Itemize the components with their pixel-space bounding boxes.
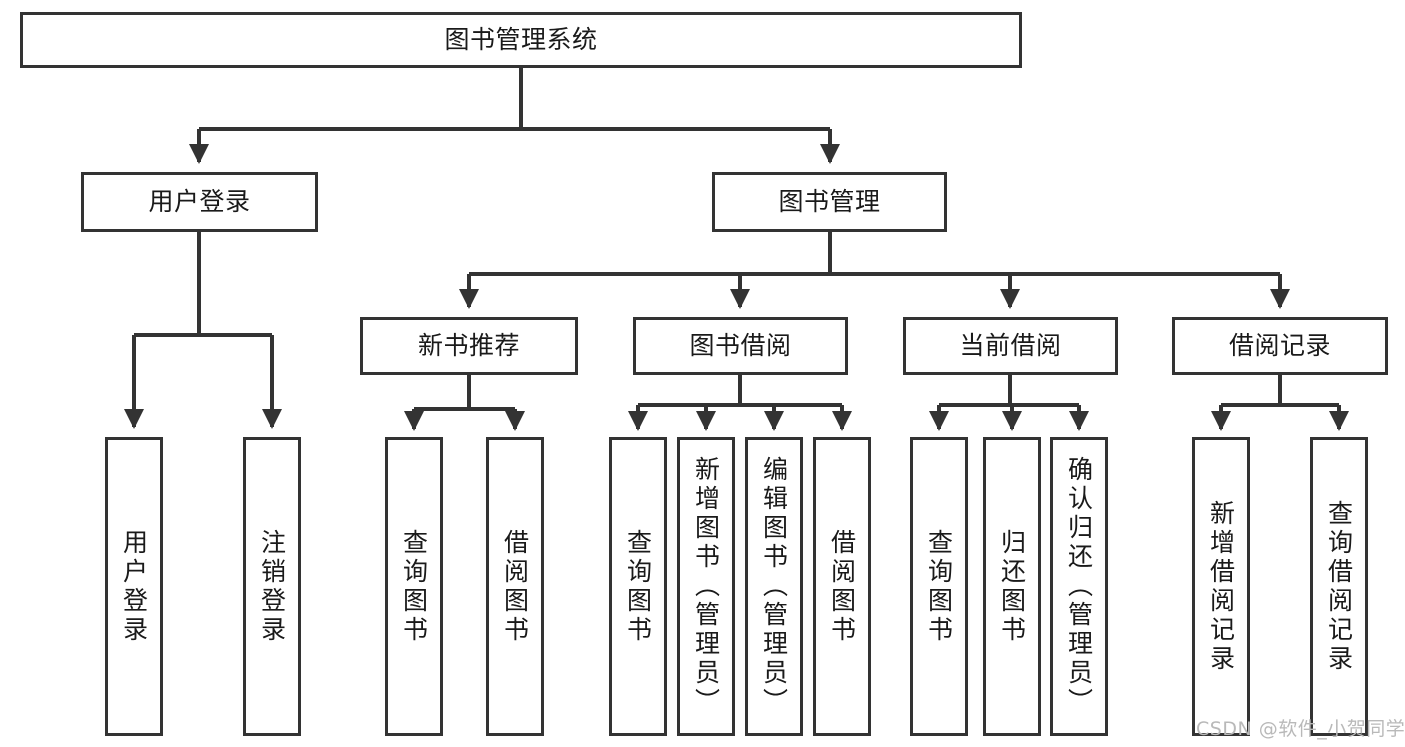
node-borrow-records-label: 借阅记录 [1228, 331, 1331, 361]
node-leaf-query-book-1-label: 查询图书 [399, 528, 429, 645]
node-current-borrow[interactable]: 当前借阅 [903, 317, 1118, 375]
node-leaf-query-book-3[interactable]: 查询图书 [910, 437, 968, 736]
node-leaf-borrow-book-1-label: 借阅图书 [500, 528, 530, 645]
node-leaf-add-book-admin[interactable]: 新增图书（管理员） [677, 437, 735, 736]
node-root[interactable]: 图书管理系统 [20, 12, 1022, 68]
node-root-label: 图书管理系统 [444, 25, 598, 55]
node-leaf-return-book-label: 归还图书 [997, 528, 1027, 645]
node-leaf-confirm-return[interactable]: 确认归还（管理员） [1050, 437, 1108, 736]
node-new-book-recommend[interactable]: 新书推荐 [360, 317, 578, 375]
node-leaf-edit-book-admin[interactable]: 编辑图书（管理员） [745, 437, 803, 736]
node-leaf-user-login-label: 用户登录 [119, 528, 149, 645]
node-current-borrow-label: 当前借阅 [959, 331, 1062, 361]
node-book-borrow-label: 图书借阅 [689, 331, 792, 361]
node-leaf-confirm-return-label: 确认归还（管理员） [1064, 456, 1094, 717]
node-new-book-recommend-label: 新书推荐 [417, 331, 520, 361]
node-leaf-add-record[interactable]: 新增借阅记录 [1192, 437, 1250, 736]
node-book-management-label: 图书管理 [778, 187, 881, 217]
node-leaf-edit-book-admin-label: 编辑图书（管理员） [759, 456, 789, 717]
node-leaf-user-logout[interactable]: 注销登录 [243, 437, 301, 736]
node-leaf-query-record[interactable]: 查询借阅记录 [1310, 437, 1368, 736]
node-leaf-borrow-book-2-label: 借阅图书 [827, 528, 857, 645]
node-user-login[interactable]: 用户登录 [81, 172, 318, 232]
node-leaf-query-book-2-label: 查询图书 [623, 528, 653, 645]
node-borrow-records[interactable]: 借阅记录 [1172, 317, 1388, 375]
node-leaf-add-book-admin-label: 新增图书（管理员） [691, 456, 721, 717]
node-leaf-query-book-3-label: 查询图书 [924, 528, 954, 645]
node-user-login-label: 用户登录 [148, 187, 251, 217]
node-book-management[interactable]: 图书管理 [712, 172, 947, 232]
csdn-watermark: CSDN @软件_小贺同学 [1196, 718, 1405, 740]
node-leaf-query-book-2[interactable]: 查询图书 [609, 437, 667, 736]
node-leaf-user-logout-label: 注销登录 [257, 528, 287, 645]
node-leaf-add-record-label: 新增借阅记录 [1206, 499, 1236, 674]
node-leaf-borrow-book-1[interactable]: 借阅图书 [486, 437, 544, 736]
node-leaf-borrow-book-2[interactable]: 借阅图书 [813, 437, 871, 736]
node-leaf-query-record-label: 查询借阅记录 [1324, 499, 1354, 674]
node-leaf-user-login[interactable]: 用户登录 [105, 437, 163, 736]
node-leaf-query-book-1[interactable]: 查询图书 [385, 437, 443, 736]
node-book-borrow[interactable]: 图书借阅 [633, 317, 848, 375]
node-leaf-return-book[interactable]: 归还图书 [983, 437, 1041, 736]
